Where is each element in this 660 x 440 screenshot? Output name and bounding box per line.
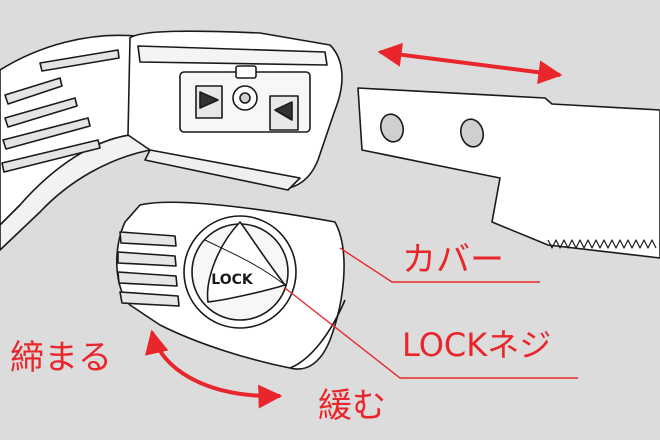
lock-knob bbox=[183, 215, 297, 329]
lock-screw-label: LOCKネジ bbox=[402, 326, 552, 364]
blade-slide-arrow bbox=[377, 42, 563, 85]
saw-blade bbox=[357, 87, 660, 259]
rotation-arrow bbox=[144, 329, 283, 409]
lock-knob-text: LOCK bbox=[211, 272, 254, 288]
loosen-label: 緩む bbox=[318, 386, 386, 426]
tighten-label: 締まる bbox=[10, 338, 112, 378]
cover-leader-line bbox=[339, 247, 540, 283]
blade-holder-head bbox=[127, 30, 343, 191]
saw-handle-body bbox=[0, 34, 151, 251]
cover-label: カバー bbox=[402, 240, 504, 280]
lock-screw-leader-line bbox=[284, 287, 578, 379]
